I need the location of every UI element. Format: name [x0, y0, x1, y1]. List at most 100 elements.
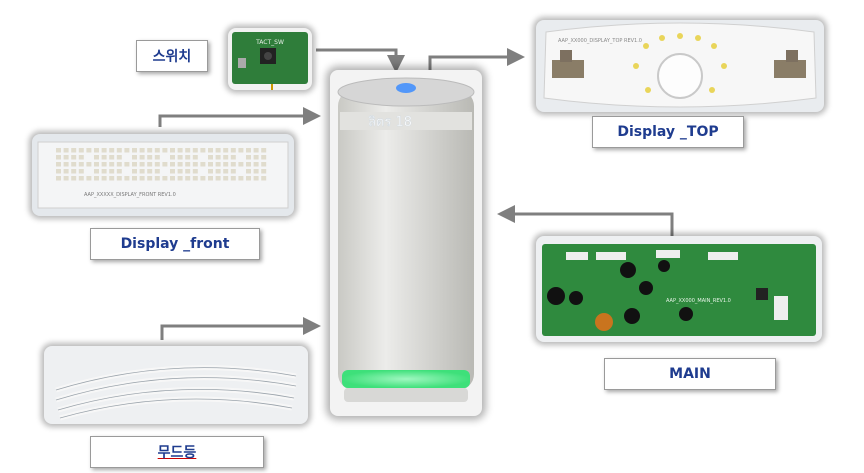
led-segment [154, 155, 160, 160]
led-segment [192, 176, 198, 181]
led-segment [109, 148, 115, 153]
led-segment [86, 148, 92, 153]
led-segment [253, 155, 259, 160]
switch-board-text: TACT_SW [255, 39, 284, 46]
led-segment [215, 155, 221, 160]
led-segment [230, 162, 236, 167]
led-segment [177, 162, 183, 167]
led-segment [94, 169, 99, 174]
led-segment [230, 148, 236, 153]
led-segment [162, 148, 168, 153]
led-segment [238, 162, 244, 167]
product-photo: ลิตร 18 [330, 70, 482, 416]
led-segment [261, 155, 267, 160]
led-segment [147, 169, 153, 174]
connector-mood-light [160, 317, 321, 340]
led-segment [132, 169, 137, 174]
led-segment [78, 169, 84, 174]
led-segment [223, 162, 229, 167]
led-segment [192, 162, 198, 167]
led-segment [94, 148, 99, 153]
display-front-board-photo: AAP_XXXXX_DISPLAY_FRONT REV1.0 [32, 134, 294, 216]
led-segment [147, 148, 153, 153]
led-segment [94, 176, 99, 181]
led-segment [56, 176, 61, 181]
led-segment [71, 162, 77, 167]
led-segment [147, 176, 153, 181]
led-segment [86, 176, 92, 181]
led-segment [208, 155, 213, 160]
display-front-label: Display _front [90, 228, 260, 260]
led-segment [132, 162, 137, 167]
led-segment [109, 176, 115, 181]
led-segment [71, 148, 77, 153]
led-segment [170, 155, 175, 160]
led-segment [147, 155, 153, 160]
main-label: MAIN [604, 358, 776, 390]
led-segment [200, 176, 206, 181]
led-segment [200, 162, 206, 167]
led-segment [154, 148, 160, 153]
led-segment [223, 169, 229, 174]
led-segment [177, 169, 183, 174]
led-segment [192, 169, 198, 174]
connector-display-front [158, 107, 321, 127]
led-segment [139, 169, 145, 174]
led-segment [109, 155, 115, 160]
led-segment [185, 148, 191, 153]
led-segment [170, 176, 175, 181]
led-segment [124, 176, 130, 181]
led-segment [253, 162, 259, 167]
main-label-text: MAIN [669, 366, 711, 382]
led-segment [71, 155, 77, 160]
led-segment [261, 148, 267, 153]
led-segment [94, 162, 99, 167]
led-segment [238, 176, 244, 181]
led-segment [109, 162, 115, 167]
led-segment [261, 162, 267, 167]
led-segment [56, 169, 61, 174]
display-top-board-photo: AAP_XX000_DISPLAY_TOP REV1.0 [536, 20, 824, 112]
led-segment [208, 162, 213, 167]
connector-switch [316, 48, 405, 73]
led-segment [139, 155, 145, 160]
led-segment [71, 169, 77, 174]
led-segment [71, 176, 77, 181]
led-segment [238, 148, 244, 153]
led-segment [63, 162, 69, 167]
led-segment [246, 155, 251, 160]
led-segment [215, 148, 221, 153]
led-segment [63, 176, 69, 181]
led-segment [223, 148, 229, 153]
led-segment [56, 155, 61, 160]
led-segment [215, 162, 221, 167]
led-segment [78, 155, 84, 160]
led-segment [63, 155, 69, 160]
led-segment [246, 162, 251, 167]
led-segment [139, 148, 145, 153]
led-segment [170, 169, 175, 174]
led-segment [261, 169, 267, 174]
led-segment [56, 162, 61, 167]
led-segment [246, 148, 251, 153]
led-segment [116, 148, 122, 153]
led-segment [253, 148, 259, 153]
led-segment [246, 176, 251, 181]
led-segment [78, 162, 84, 167]
led-segment [230, 155, 236, 160]
led-segment [192, 148, 198, 153]
switch-label: 스위치 [136, 40, 208, 72]
led-segment [170, 148, 175, 153]
led-segment [162, 176, 168, 181]
led-segment [101, 162, 107, 167]
display-top-label-text: Display _TOP [617, 124, 719, 140]
led-segment [94, 155, 99, 160]
mood-light-label-text: 무드등 [157, 445, 197, 461]
display-front-board-text: AAP_XXXXX_DISPLAY_FRONT REV1.0 [84, 192, 176, 198]
led-segment [116, 162, 122, 167]
led-segment [261, 176, 267, 181]
led-segment [101, 148, 107, 153]
led-segment [185, 169, 191, 174]
main-board-text: AAP_XX000_MAIN_REV1.0 [666, 298, 731, 304]
